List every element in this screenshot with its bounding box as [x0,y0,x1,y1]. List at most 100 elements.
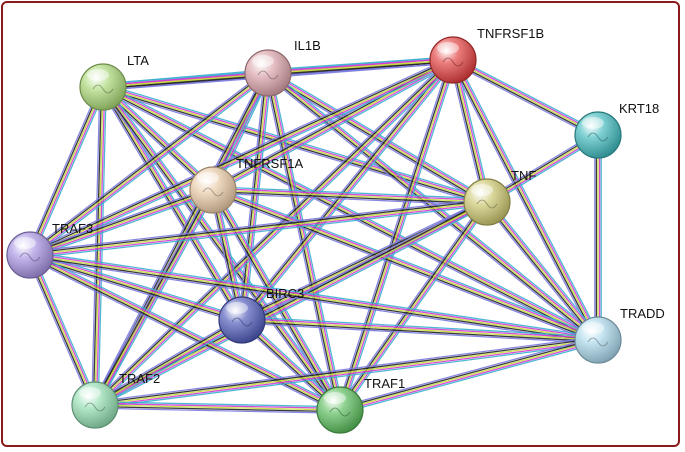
edge-strand [29,254,599,341]
edge-strand [265,73,340,411]
edge-strand [94,407,340,414]
protein-structure-icon [92,84,114,94]
node-gloss [324,392,346,404]
edge-TNFRSF1B-KRT18 [451,56,600,139]
edge-strand [340,340,599,413]
node-birc3[interactable]: BIRC3 [218,286,304,344]
protein-structure-icon [587,132,609,142]
node-sphere[interactable] [189,166,237,214]
edge-strand [244,73,272,321]
edge-strand [451,60,598,342]
node-gloss [87,69,109,81]
edge-strand [242,60,455,322]
edge-strand [29,257,598,344]
edge-strand [213,186,488,200]
edge-TNFRSF1A-TRADD [211,186,600,344]
edge-strand [449,61,596,342]
node-traf1[interactable]: TRAF1 [316,376,405,434]
edge-IL1B-TNFRSF1B [267,56,454,77]
edge-strand [339,337,598,410]
edge-strand [339,201,488,411]
node-sphere[interactable] [79,63,127,111]
node-label-tnfrsf1a: TNFRSF1A [236,156,304,171]
node-tnfrsf1a[interactable]: TNFRSF1A [189,156,304,214]
node-il1b[interactable]: IL1B [244,38,321,97]
edge-strand [30,73,270,257]
node-sphere[interactable] [244,49,292,97]
edge-strand [94,189,214,406]
edge-strand [30,252,599,340]
edge-strand [455,58,602,339]
edge-strand [268,62,454,77]
node-gloss [226,302,248,314]
edge-strand [338,200,487,410]
edge-strand [29,189,214,256]
edge-TNFRSF1A-TNF [212,186,488,206]
edge-strand [267,57,453,73]
edge-strand [30,204,488,259]
edge-strand [95,87,106,406]
node-gloss [582,322,604,334]
node-label-tnf: TNF [511,168,536,183]
node-sphere[interactable] [463,178,511,226]
node-label-tnfrsf1b: TNFRSF1B [477,26,544,41]
edge-strand [95,190,215,407]
protein-structure-icon [19,252,41,262]
edge-strand [103,84,600,340]
edge-strand [243,61,456,323]
node-sphere[interactable] [6,231,54,279]
edge-strand [95,202,489,407]
node-krt18[interactable]: KRT18 [574,101,659,159]
edge-strand [485,202,598,342]
edge-strand [452,59,488,203]
node-sphere[interactable] [218,296,266,344]
edge-strand [94,59,454,406]
edge-strand [240,198,486,318]
edge-strand [214,62,455,194]
node-tnf[interactable]: TNF [463,168,536,226]
edge-strand [242,316,599,338]
node-sphere[interactable] [429,36,477,84]
edge-strand [267,56,453,71]
edge-strand [28,186,213,253]
edge-strand [29,187,213,255]
edge-strand [93,316,241,403]
edge-LTA-TRAF3 [26,85,107,257]
edge-strand [342,60,457,412]
edge-strand [212,192,487,206]
edge-TNFRSF1B-TRAF1 [336,58,457,412]
edge-strand [103,85,215,190]
edge-strand [487,200,600,340]
edge-strand [212,190,487,205]
node-lta[interactable]: LTA [79,53,149,111]
node-traf3[interactable]: TRAF3 [6,221,93,279]
node-tradd[interactable]: TRADD [574,306,665,364]
node-traf2[interactable]: TRAF2 [71,371,160,429]
node-sphere[interactable] [574,111,622,159]
protein-structure-icon [202,187,224,197]
edge-strand [267,59,454,74]
node-sphere[interactable] [574,316,622,364]
edge-TRADD-TRAF2 [94,336,599,409]
edge-strand [451,60,598,137]
edge-IL1B-TRAF3 [27,69,271,259]
edge-strand [211,192,598,344]
node-label-birc3: BIRC3 [266,286,304,301]
node-sphere[interactable] [316,386,364,434]
edge-strand [97,191,217,407]
protein-structure-icon [476,199,498,209]
edge-strand [94,336,598,403]
node-label-traf1: TRAF1 [364,376,405,391]
edge-strand [93,188,213,405]
edge-strand [101,87,340,412]
node-gloss [437,42,459,54]
node-gloss [582,117,604,129]
edge-strand [102,86,341,411]
edge-strand [95,320,244,407]
node-sphere[interactable] [71,381,119,429]
edge-strand [339,339,599,411]
node-gloss [197,172,219,184]
node-gloss [252,55,274,67]
node-tnfrsf1b[interactable]: TNFRSF1B [429,26,544,84]
edge-strand [340,202,489,412]
